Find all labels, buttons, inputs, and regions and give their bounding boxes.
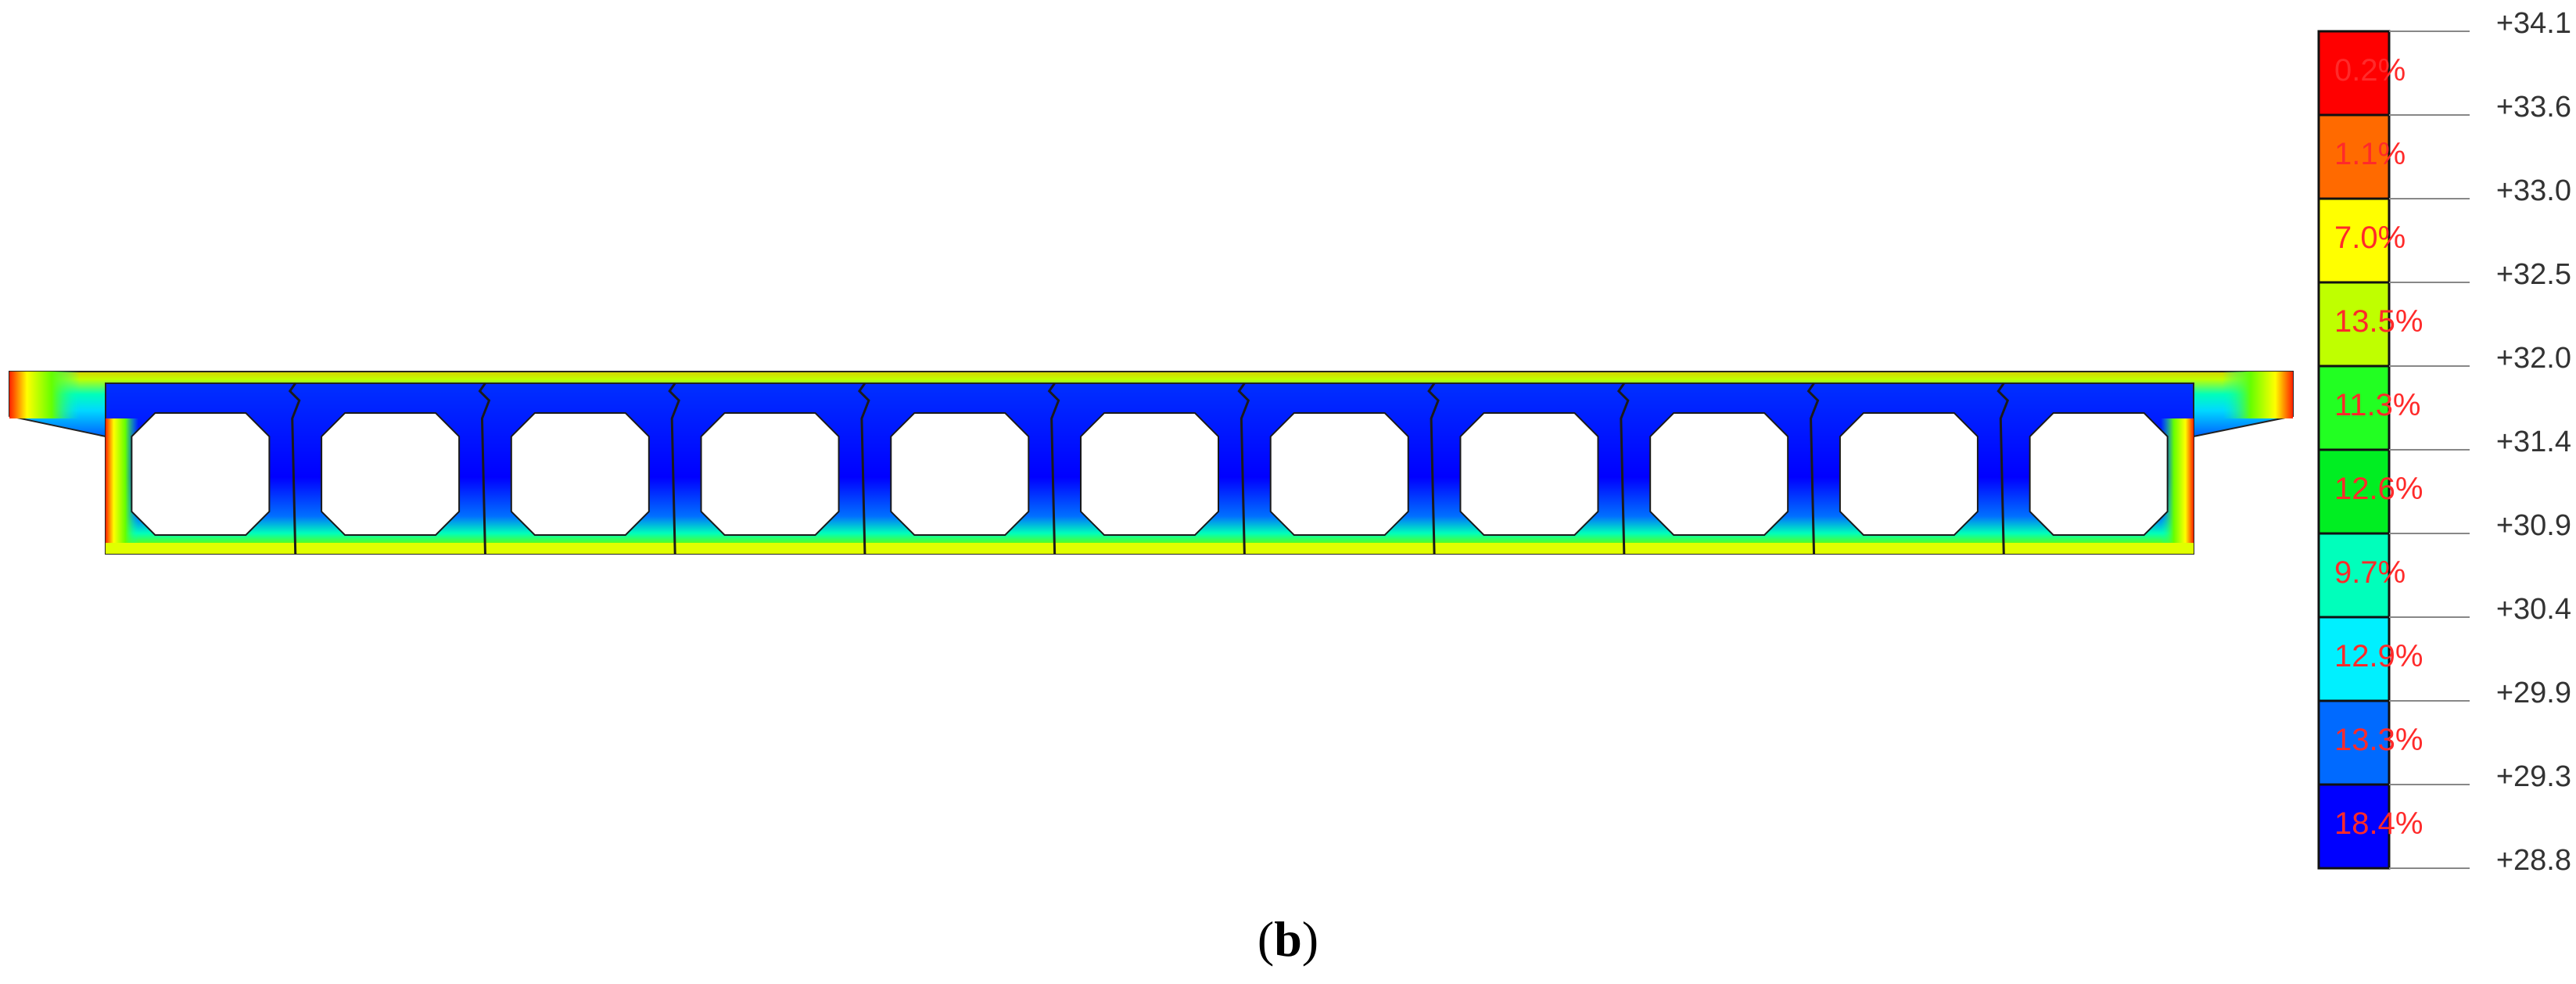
girder-void xyxy=(2029,412,2169,536)
girder-joint xyxy=(1806,382,1820,555)
legend-band xyxy=(2317,699,2391,786)
legend-band xyxy=(2317,783,2391,870)
girder-joint xyxy=(668,382,680,555)
girder-void xyxy=(1269,412,1409,536)
girder-joint xyxy=(857,382,870,555)
girder-voids xyxy=(131,412,2169,536)
girder-joint xyxy=(478,382,491,555)
girder-void xyxy=(1080,412,1219,536)
legend-tick-label: +34.1 xyxy=(2496,7,2571,40)
legend-percent-label: 12.9% xyxy=(2334,639,2423,673)
legend-tick-label: +30.9 xyxy=(2496,509,2571,542)
legend-percent-label: 18.4% xyxy=(2334,806,2423,841)
bottom-flange-strip xyxy=(106,543,2194,554)
girder-joints xyxy=(288,382,2010,555)
girder-void xyxy=(510,412,650,536)
legend-percent-label: 11.3% xyxy=(2334,388,2420,422)
legend-percent-label: 13.3% xyxy=(2334,723,2423,757)
girder-joint xyxy=(1237,382,1250,555)
girder-joint xyxy=(1047,382,1060,555)
legend-percent-label: 12.6% xyxy=(2334,472,2423,506)
legend-percent-label: 1.1% xyxy=(2334,137,2406,171)
girder-joint xyxy=(1997,382,2010,555)
girder-joint xyxy=(288,382,301,555)
legend-tick-label: +28.8 xyxy=(2496,844,2571,877)
legend-ticks: +34.1 +33.6 +33.0 +32.5 +32.0 +31.4 +30.9 +30.4… xyxy=(2389,7,2571,877)
figure-caption: (b) xyxy=(1258,911,1318,967)
color-legend: 0.2% 1.1% 7.0% 13.5% 11.3% 12.6% 9.7% 12.9% 13.3… xyxy=(2317,7,2571,877)
girder-void xyxy=(321,412,461,536)
girder-void xyxy=(700,412,840,536)
girder-void xyxy=(1459,412,1599,536)
legend-percent-label: 9.7% xyxy=(2334,555,2406,590)
legend-tick-label: +33.6 xyxy=(2496,91,2571,124)
right-edge-gradient xyxy=(2223,372,2293,418)
legend-band xyxy=(2317,448,2391,535)
girder-void xyxy=(890,412,1030,536)
legend-band xyxy=(2317,616,2391,702)
left-edge-gradient xyxy=(9,372,80,418)
legend-percent-label: 0.2% xyxy=(2334,53,2406,88)
legend-tick-label: +32.5 xyxy=(2496,258,2571,291)
legend-tick-label: +29.9 xyxy=(2496,677,2571,709)
legend-percent-label: 7.0% xyxy=(2334,221,2406,255)
legend-band xyxy=(2317,281,2391,368)
legend-tick-label: +31.4 xyxy=(2496,426,2571,458)
legend-band xyxy=(2317,365,2391,451)
girder-void xyxy=(1649,412,1789,536)
bridge-cross-section xyxy=(9,371,2294,555)
legend-bands: 0.2% 1.1% 7.0% 13.5% 11.3% 12.6% 9.7% 12.9% 13.3… xyxy=(2317,30,2423,870)
legend-percent-label: 13.5% xyxy=(2334,304,2423,339)
girder-joint xyxy=(1616,382,1630,555)
legend-tick-label: +30.4 xyxy=(2496,593,2571,626)
girder-void xyxy=(131,412,271,536)
legend-tick-label: +29.3 xyxy=(2496,760,2571,793)
girder-joint xyxy=(1427,382,1440,555)
girder-void xyxy=(1839,412,1979,536)
legend-tick-label: +33.0 xyxy=(2496,174,2571,207)
legend-tick-label: +32.0 xyxy=(2496,342,2571,375)
